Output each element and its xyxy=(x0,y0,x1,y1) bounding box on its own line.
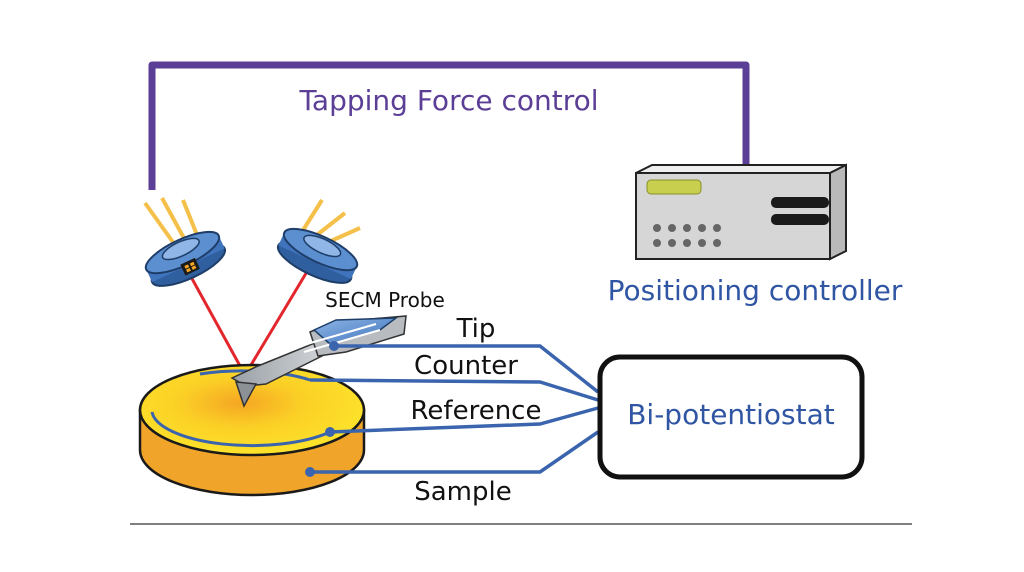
counter-label: Counter xyxy=(414,351,518,381)
tip-wire-dot xyxy=(329,341,339,351)
feedback-loop-line xyxy=(148,61,750,190)
sample-wire xyxy=(310,430,599,474)
controller-buttons xyxy=(653,224,721,247)
incident-laser-beam xyxy=(188,274,247,376)
feedback-label: Tapping Force control xyxy=(298,84,598,117)
probe-label: SECM Probe xyxy=(325,288,445,312)
photodetector-icon xyxy=(276,198,361,284)
potentiostat-label: Bi-potentiostat xyxy=(627,398,835,431)
reference-label: Reference xyxy=(411,396,542,426)
potentiostat-box xyxy=(597,354,865,480)
tip-wire xyxy=(334,344,600,394)
sample-wire-dot xyxy=(305,467,315,477)
probe-tip xyxy=(234,381,258,408)
controller-box-icon xyxy=(635,163,847,261)
controller-label: Positioning controller xyxy=(608,274,903,307)
laser-diode-icon xyxy=(143,197,227,287)
reference-electrode-ring xyxy=(150,411,331,448)
controller-slot-2 xyxy=(771,214,829,225)
counter-wire xyxy=(309,378,599,402)
sample-label: Sample xyxy=(414,477,512,507)
tip-label: Tip xyxy=(456,314,496,344)
reflected-laser-beam xyxy=(243,269,310,376)
controller-slot-1 xyxy=(771,197,829,208)
controller-display xyxy=(646,179,702,195)
reference-wire-dot xyxy=(325,427,335,437)
reference-wire xyxy=(329,406,599,434)
